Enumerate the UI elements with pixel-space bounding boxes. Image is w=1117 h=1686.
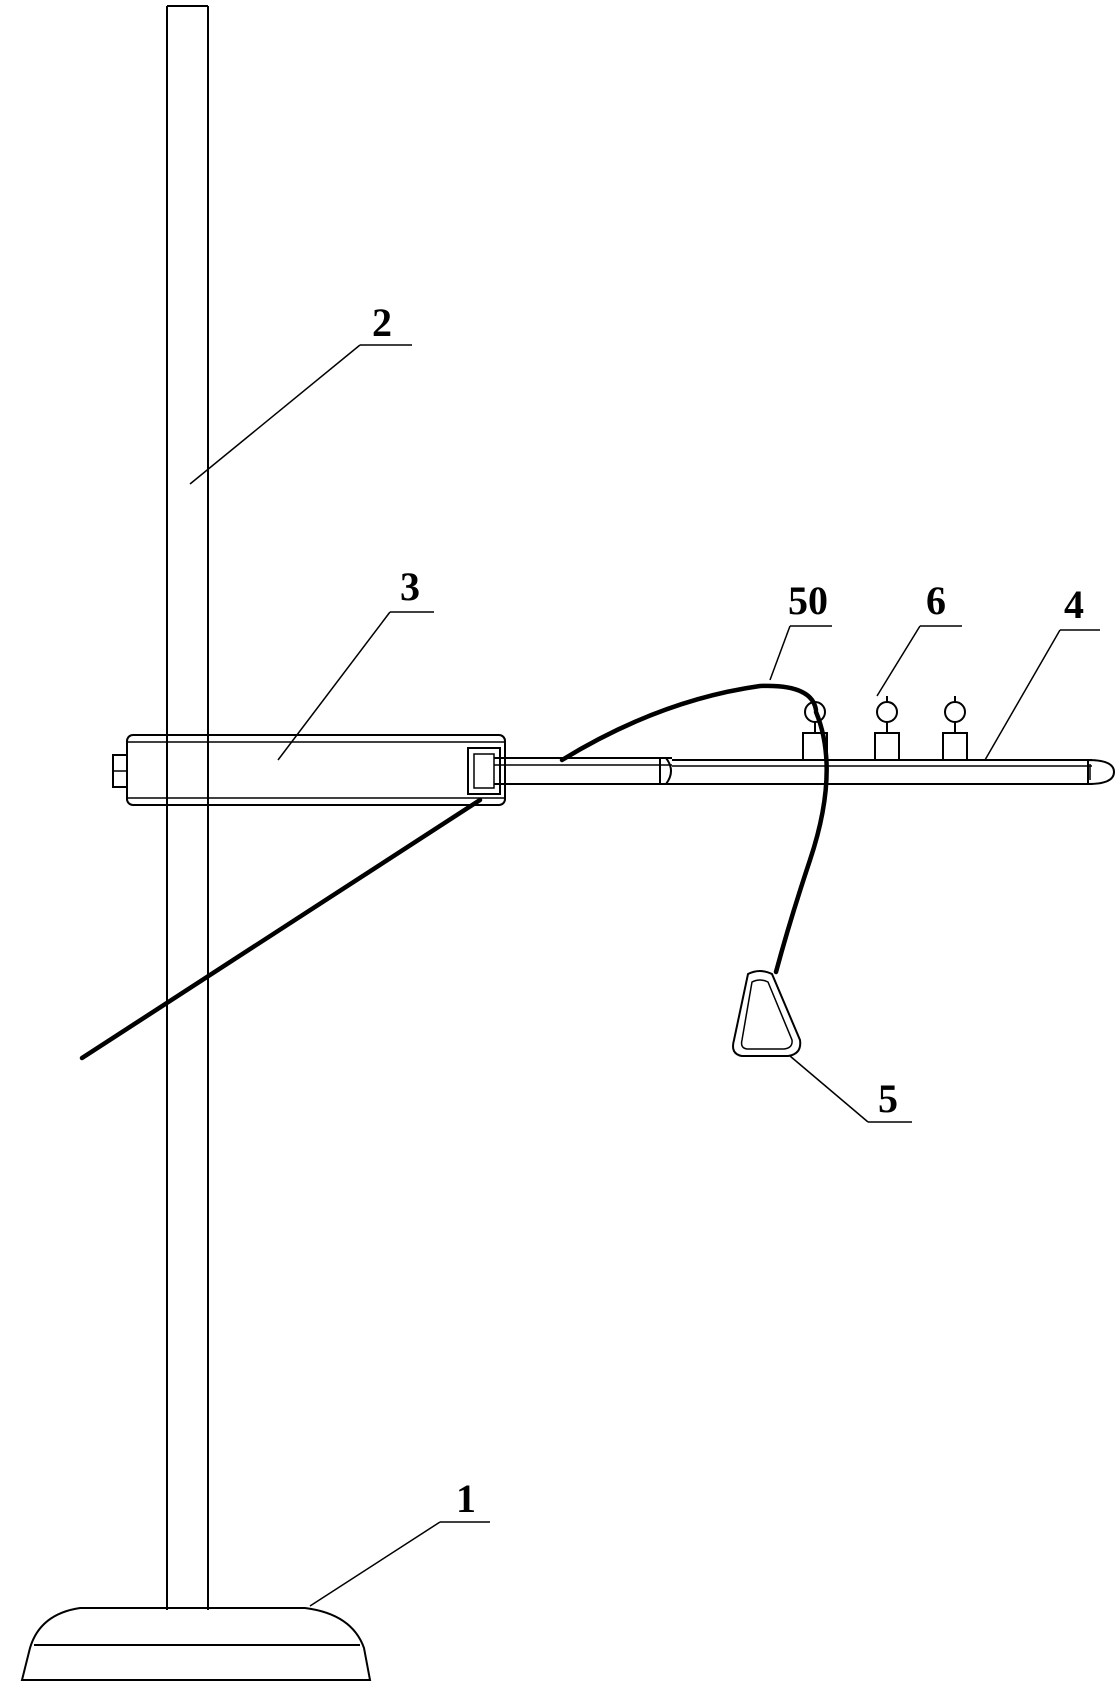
hook-2 [875, 696, 899, 760]
label-arm: 4 [1064, 582, 1084, 627]
horizontal-arm [672, 760, 1114, 784]
clamp-housing [113, 735, 505, 805]
pull-handle [733, 971, 800, 1056]
pull-cord [562, 686, 827, 972]
diagonal-brace [82, 800, 480, 1058]
hook-3 [943, 696, 967, 760]
label-clamp: 3 [400, 564, 420, 609]
label-base: 1 [456, 1476, 476, 1521]
vertical-pole [167, 6, 208, 1610]
base [22, 1608, 370, 1680]
leader-lines [190, 345, 1100, 1606]
label-hook: 6 [926, 578, 946, 623]
label-pole: 2 [372, 300, 392, 345]
label-cord: 50 [788, 578, 828, 623]
inner-tube [494, 758, 672, 784]
label-handle: 5 [878, 1076, 898, 1121]
